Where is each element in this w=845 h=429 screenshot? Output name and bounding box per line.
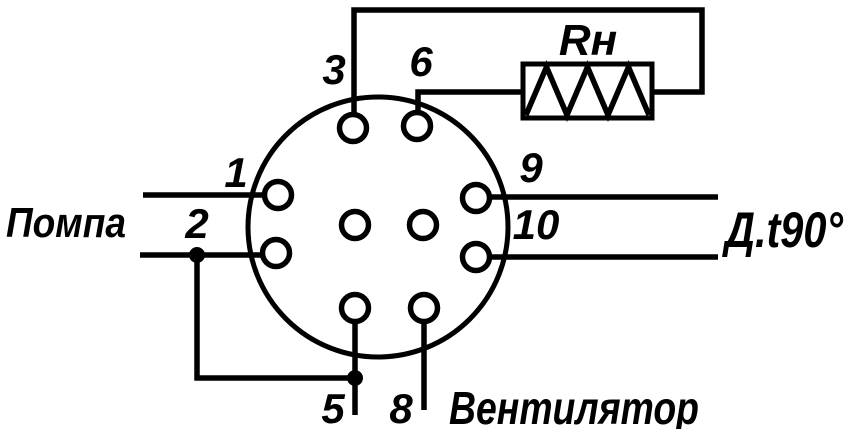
pin-center-right [406, 208, 440, 242]
pin-label-9: 9 [519, 144, 543, 191]
pin-label-1: 1 [224, 149, 247, 196]
wire-pin3-resistor [351, 7, 705, 128]
pin-label-3: 3 [322, 46, 345, 93]
pin-10 [459, 240, 493, 274]
pin-8 [407, 291, 441, 325]
pin-5 [338, 291, 372, 325]
junction-dot-pin2 [189, 247, 205, 263]
pin-label-6: 6 [409, 38, 433, 85]
label-pompa: Помпа [6, 199, 126, 246]
pin-1 [261, 178, 295, 212]
pin-3 [336, 111, 370, 145]
resistor-zigzag [523, 59, 652, 123]
pin-label-5: 5 [321, 385, 345, 429]
pin-label-10: 10 [513, 201, 560, 248]
pin-center-left [338, 208, 372, 242]
pin-9 [459, 181, 493, 215]
label-sensor-dt90: Д.t90° [722, 202, 844, 258]
label-resistor-rn: Rн [559, 16, 617, 65]
wire-jumper-pin2-pin5 [194, 255, 355, 381]
resistor-rn [520, 59, 655, 123]
pin-2 [259, 236, 293, 270]
connector-body-circle [245, 94, 511, 360]
pin-label-8: 8 [389, 385, 413, 429]
pin-6 [400, 109, 434, 143]
pin-label-2: 2 [184, 200, 208, 247]
label-ventilator: Вентилятор [449, 382, 699, 429]
